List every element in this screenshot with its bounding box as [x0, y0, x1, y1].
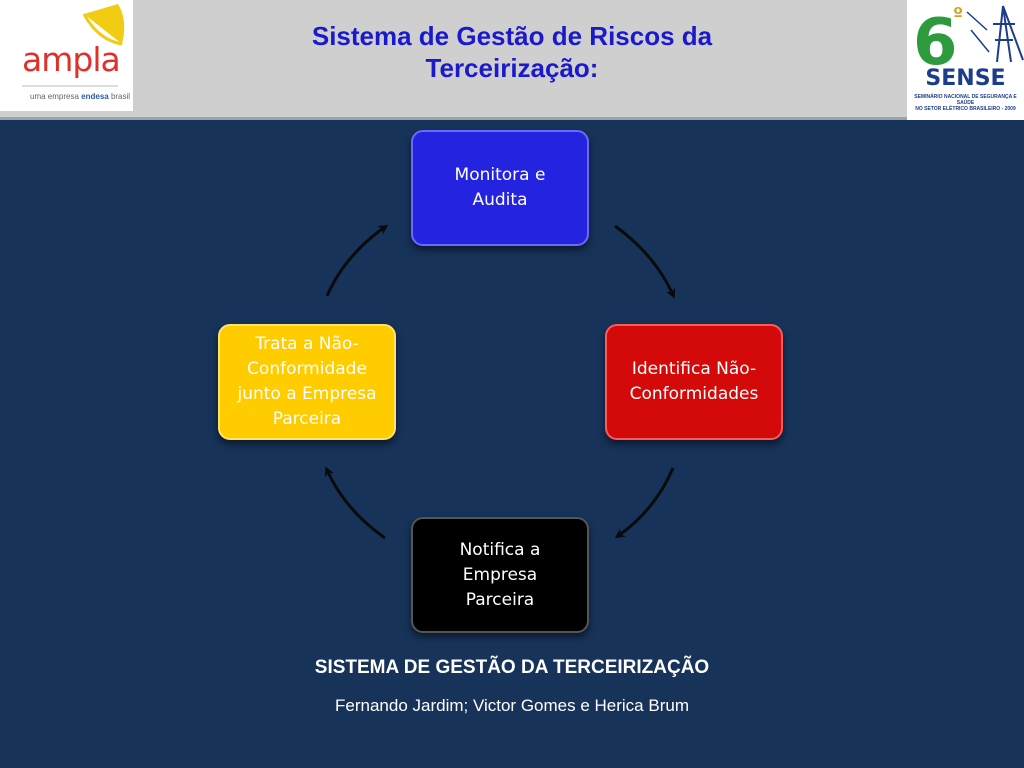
authors-line: Fernando Jardim; Victor Gomes e Herica B…: [335, 696, 689, 715]
arrow-top-to-right: [614, 224, 676, 299]
node-notifica-empresa-parceira: Notifica a Empresa Parceira: [411, 517, 589, 633]
page-title: Sistema de Gestão de Riscos da Terceiriz…: [250, 20, 774, 84]
sense-emblem-icon: 6 º: [913, 4, 1024, 80]
node-identifica-nao-conformidades: Identifica Não- Conformidades: [605, 324, 783, 440]
arrow-right-to-bottom: [614, 467, 675, 539]
ampla-tagline: uma empresa endesa brasil: [30, 92, 131, 101]
sense-wordmark: SENSE: [925, 66, 1006, 91]
ampla-mark-icon: [22, 4, 125, 87]
node-monitora-audita: Monitora e Audita: [411, 130, 589, 246]
arrow-bottom-to-left: [324, 466, 386, 540]
title-line-1: Sistema de Gestão de Riscos da: [311, 21, 713, 51]
header-divider: [0, 117, 1024, 120]
sense-tagline: SEMINÁRIO NACIONAL DE SEGURANÇA E SAÚDE …: [914, 94, 1017, 112]
arrow-left-to-top: [325, 224, 389, 297]
ampla-logo: ampla uma empresa endesa brasil: [0, 0, 133, 111]
ampla-wordmark: ampla: [22, 40, 121, 79]
title-line-2: Terceirização:: [425, 53, 599, 83]
diagram-caption: SISTEMA DE GESTÃO DA TERCEIRIZAÇÃO: [314, 657, 710, 678]
sense-ordinal: º: [953, 4, 963, 25]
sense-number: 6: [913, 6, 958, 80]
node-trata-nao-conformidade: Trata a Não- Conformidade junto a Empres…: [218, 324, 396, 440]
header-bar: [0, 0, 1024, 118]
sense-logo: 6 º SENSE SEMINÁRIO NACIONAL DE SEGURANÇ…: [907, 0, 1024, 120]
